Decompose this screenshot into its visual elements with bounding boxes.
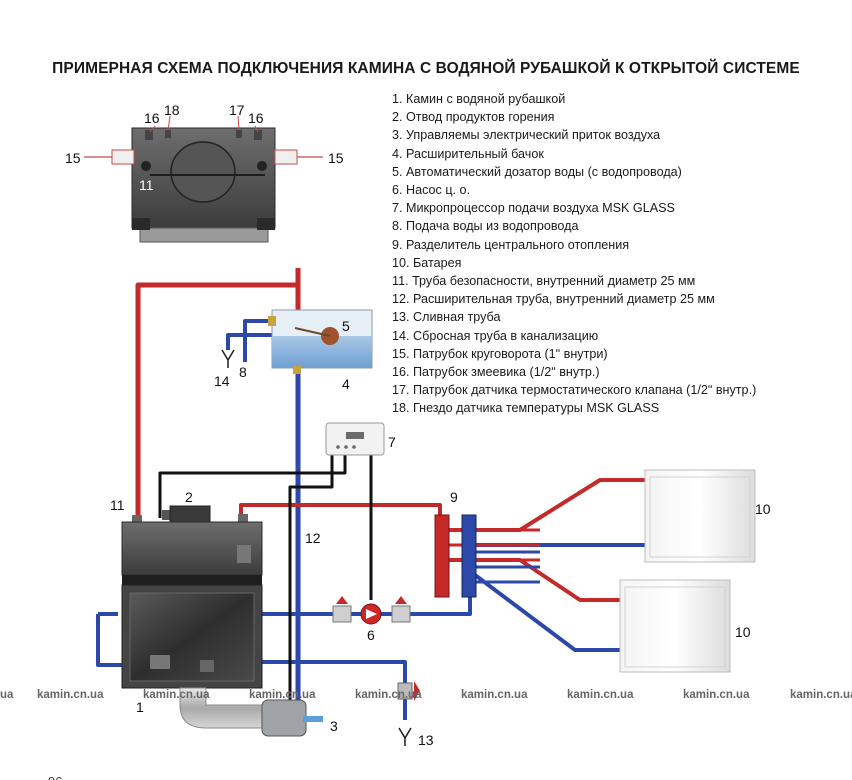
label-4: 4 bbox=[342, 376, 350, 392]
legend-item: 5. Автоматический дозатор воды (с водопр… bbox=[392, 164, 682, 179]
watermark: kamin.cn.ua bbox=[249, 689, 316, 701]
watermark-partial: ua bbox=[0, 689, 14, 701]
valve-left bbox=[332, 596, 352, 623]
legend-item: 10. Батарея bbox=[392, 255, 462, 270]
label-2: 2 bbox=[185, 489, 193, 505]
drain-funnel-icon bbox=[398, 727, 412, 746]
drain-pipe bbox=[262, 660, 407, 720]
label-3: 3 bbox=[330, 718, 338, 734]
legend-item: 15. Патрубок круговорота (1ʺ внутри) bbox=[392, 346, 608, 361]
label-12: 12 bbox=[305, 530, 321, 546]
label-14: 14 bbox=[214, 373, 230, 389]
legend-list: 1. Камин с водяной рубашкой 2. Отвод про… bbox=[392, 90, 756, 418]
heating-distributor bbox=[434, 514, 477, 598]
legend-item: 8. Подача воды из водопровода bbox=[392, 219, 579, 234]
label-9: 9 bbox=[450, 489, 458, 505]
label-13: 13 bbox=[418, 732, 434, 748]
legend-item: 6. Насос ц. о. bbox=[392, 183, 471, 198]
label-15-left: 15 bbox=[65, 150, 81, 166]
legend-item: 14. Сбросная труба в канализацию bbox=[392, 328, 599, 343]
label-11-top: 11 bbox=[139, 177, 154, 193]
label-11: 11 bbox=[110, 497, 125, 513]
label-15-right: 15 bbox=[328, 150, 344, 166]
watermark: kamin.cn.ua bbox=[143, 689, 210, 701]
radiator-upper bbox=[644, 469, 756, 563]
legend-item: 3. Управляемы электрический приток возду… bbox=[392, 128, 661, 143]
fireplace-front bbox=[121, 505, 323, 737]
valve-right bbox=[391, 596, 411, 623]
legend-item: 9. Разделитель центрального отопления bbox=[392, 237, 630, 252]
watermark: kamin.cn.ua bbox=[37, 689, 104, 701]
callout-labels: 15 15 16 18 17 16 11 5 4 14 8 7 2 11 12 … bbox=[65, 102, 771, 748]
water-supply-pipe bbox=[243, 319, 272, 362]
fireplace-top-view bbox=[84, 115, 323, 243]
label-16-left: 16 bbox=[144, 110, 160, 126]
label-17: 17 bbox=[229, 102, 245, 118]
label-10-lower: 10 bbox=[735, 624, 751, 640]
legend-item: 11. Труба безопасности, внутренний диаме… bbox=[392, 274, 696, 289]
legend-item: 12. Расширительная труба, внутренний диа… bbox=[392, 292, 715, 307]
diagram-title: ПРИМЕРНАЯ СХЕМА ПОДКЛЮЧЕНИЯ КАМИНА С ВОД… bbox=[52, 60, 800, 77]
watermark: kamin.cn.ua bbox=[790, 689, 852, 701]
legend-item: 17. Патрубок датчика термостатического к… bbox=[392, 383, 757, 398]
legend-item: 7. Микропроцессор подачи воздуха MSK GLA… bbox=[392, 201, 675, 216]
overflow-funnel-icon bbox=[221, 349, 235, 368]
watermark: kamin.cn.ua bbox=[355, 689, 422, 701]
label-8: 8 bbox=[239, 364, 247, 380]
legend-item: 13. Сливная труба bbox=[392, 310, 501, 325]
expansion-tank bbox=[268, 309, 373, 374]
label-5: 5 bbox=[342, 318, 350, 334]
legend-item: 2. Отвод продуктов горения bbox=[392, 110, 555, 125]
legend-item: 1. Камин с водяной рубашкой bbox=[392, 92, 566, 106]
label-16-right: 16 bbox=[248, 110, 264, 126]
supply-pipe-hot bbox=[239, 503, 442, 520]
msk-glass-controller bbox=[325, 422, 385, 456]
legend-item: 16. Патрубок змеевика (1/2ʺ внутр.) bbox=[392, 365, 600, 380]
page-number: 96 bbox=[48, 774, 62, 780]
safety-pipe bbox=[135, 282, 301, 518]
return-pipe bbox=[262, 590, 472, 616]
watermark: kamin.cn.ua bbox=[461, 689, 528, 701]
circulation-pump bbox=[360, 603, 382, 625]
watermark: kamin.cn.ua bbox=[683, 689, 750, 701]
label-1: 1 bbox=[136, 699, 144, 715]
legend-item: 18. Гнездо датчика температуры MSK GLASS bbox=[392, 401, 660, 416]
label-18: 18 bbox=[164, 102, 180, 118]
watermark: kamin.cn.ua bbox=[567, 689, 634, 701]
control-cable bbox=[158, 450, 347, 518]
drain-valve bbox=[397, 681, 420, 701]
label-6: 6 bbox=[367, 627, 375, 643]
overflow-pipe bbox=[226, 333, 272, 350]
label-7: 7 bbox=[388, 434, 396, 450]
radiator-lower bbox=[619, 579, 731, 673]
legend-item: 4. Расширительный бачок bbox=[392, 146, 544, 161]
label-10-upper: 10 bbox=[755, 501, 771, 517]
watermark-row: ua kamin.cn.ua kamin.cn.ua kamin.cn.ua k… bbox=[0, 689, 852, 701]
